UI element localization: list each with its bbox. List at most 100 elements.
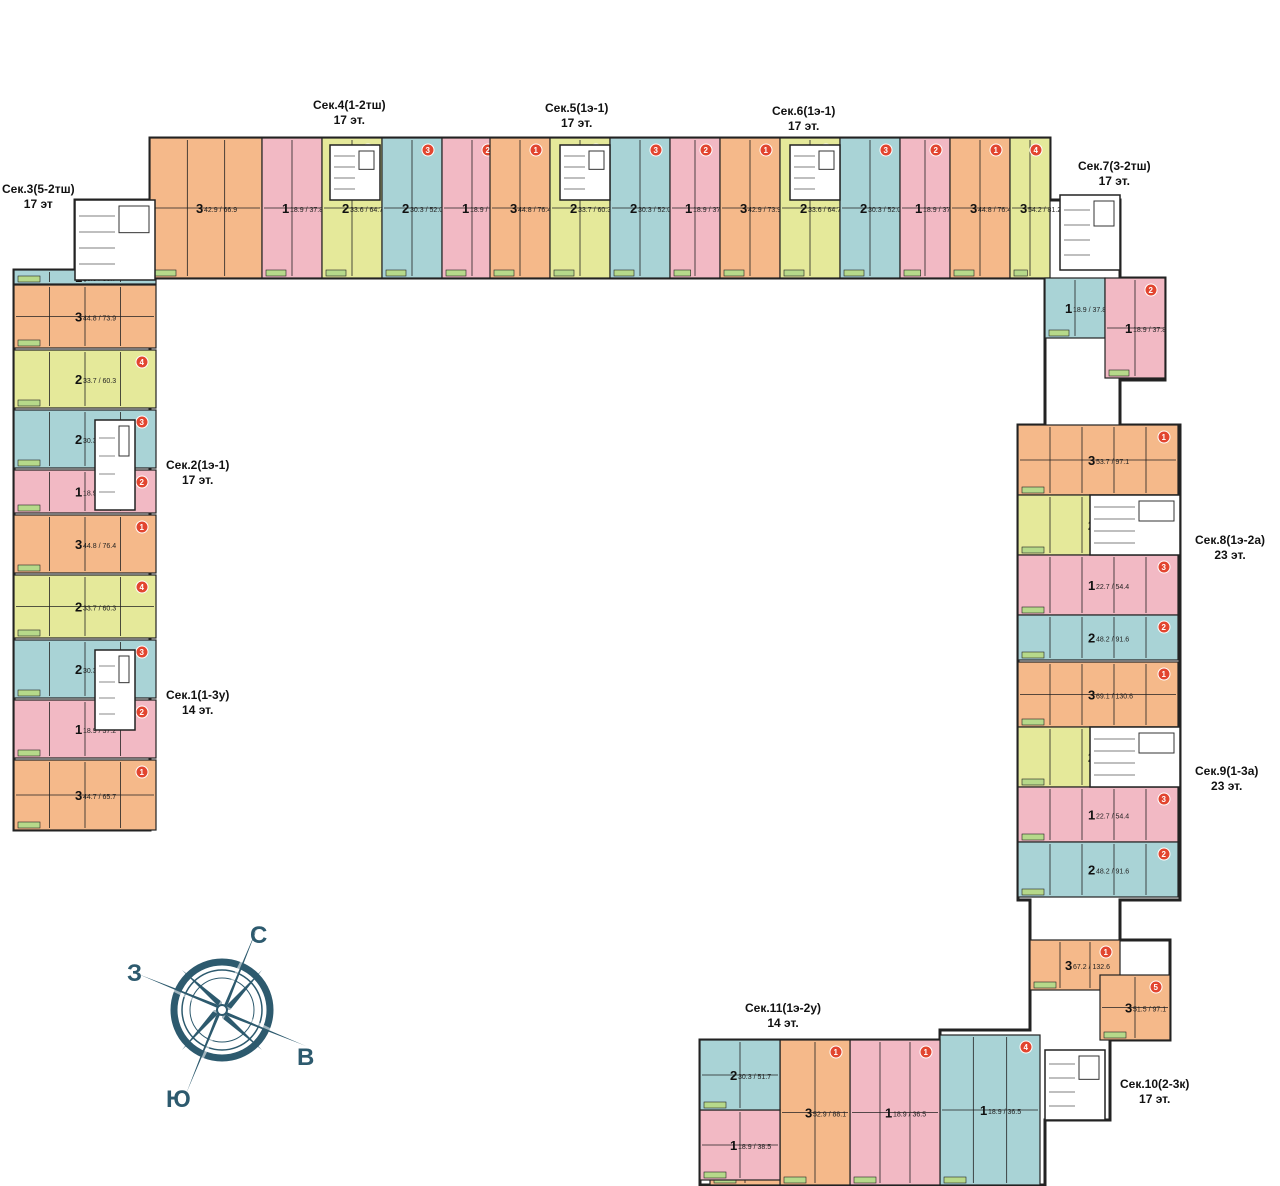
section-label-3: Сек.3(5-2тш) 17 эт [2,182,75,211]
balcony [17,399,41,407]
balcony [703,1171,727,1179]
apartment-type-number: 1 [1162,433,1167,442]
core-outline [1059,194,1121,271]
stair-lift-core [1089,494,1181,556]
apartment-type-number: 2 [1162,623,1167,632]
apartment-room-count: 3 [1020,201,1027,216]
apartment-area: 44.8 / 73.9 [83,316,116,323]
apartment-shape [1017,786,1179,843]
balcony [445,269,467,277]
section-label-8: Сек.8(1э-2а) 23 эт. [1195,533,1265,562]
section-label-2: Сек.2(1э-1) 17 эт. [166,458,230,487]
section-label-6: Сек.6(1э-1) 17 эт. [772,104,836,133]
stair-lift-core [94,649,136,731]
section-label-10: Сек.10(2-3к) 17 эт. [1120,1077,1190,1106]
stair-lift-core [74,199,156,281]
apartment-area: 44.8 / 76.4 [518,207,551,214]
apartment-room-count: 3 [1125,1001,1132,1016]
apartment-area: 22.7 / 54.4 [1096,814,1129,821]
apartment-area: 67.2 / 132.6 [1073,964,1110,971]
core-outline [1089,726,1181,788]
apartment-area: 30.3 / 51.7 [738,1074,771,1081]
apartment-type-marker [1157,560,1171,574]
apartment-area: 30.3 / 52.0 [638,207,671,214]
lift-shaft [1093,200,1115,227]
apartment-area: 51.5 / 97.1 [1133,1007,1166,1014]
apartment-type-marker [1157,430,1171,444]
compass-west-label: З [127,960,143,987]
apartment-type-marker [1099,945,1113,959]
apartment-type-number: 2 [1149,286,1154,295]
apartment-type-marker [135,580,149,594]
apartment-area: 42.9 / 73.9 [748,207,781,214]
apartment-room-count: 3 [75,537,82,552]
apartment-area: 33.6 / 64.7 [808,207,841,214]
balcony [1021,606,1045,614]
apartment-room-count: 2 [730,1068,737,1083]
core-outline [1089,494,1181,556]
apartment-type-number: 1 [1162,670,1167,679]
apartment-type-marker [135,765,149,779]
core-outline [74,199,156,281]
balcony [153,269,177,277]
apartment-area: 18.9 / 37.2 [693,207,726,214]
apartment-room-count: 1 [282,201,289,216]
apartment-type-marker [1157,847,1171,861]
apartment-area: 18.9 / 36.5 [893,1112,926,1119]
balcony [17,564,41,572]
apartment-room-count: 3 [1065,958,1072,973]
apartment-room-count: 2 [1088,863,1095,878]
apartment-type-number: 2 [140,708,145,717]
apartment-type-marker [649,143,663,157]
apartment-type-number: 1 [834,1048,839,1057]
apartment-room-count: 2 [630,201,637,216]
apartment-type-marker [879,143,893,157]
balcony [613,269,635,277]
apartment-type-number: 3 [426,146,431,155]
balcony [325,269,347,277]
apartment-room-count: 2 [75,662,82,677]
apartment-area: 44.8 / 76.4 [83,543,116,550]
section-label-11: Сек.11(1э-2у) 14 эт. [745,1001,822,1030]
apartment-room-count: 2 [1088,631,1095,646]
apartment-type-marker [699,143,713,157]
balcony [265,269,287,277]
lift-shaft [118,655,130,684]
balcony [853,1176,877,1184]
stair-lift-core [94,419,136,511]
apartment-room-count: 2 [75,600,82,615]
apartment-type-marker [529,143,543,157]
apartment-area: 33.7 / 60.3 [578,207,611,214]
balcony [1013,269,1028,277]
